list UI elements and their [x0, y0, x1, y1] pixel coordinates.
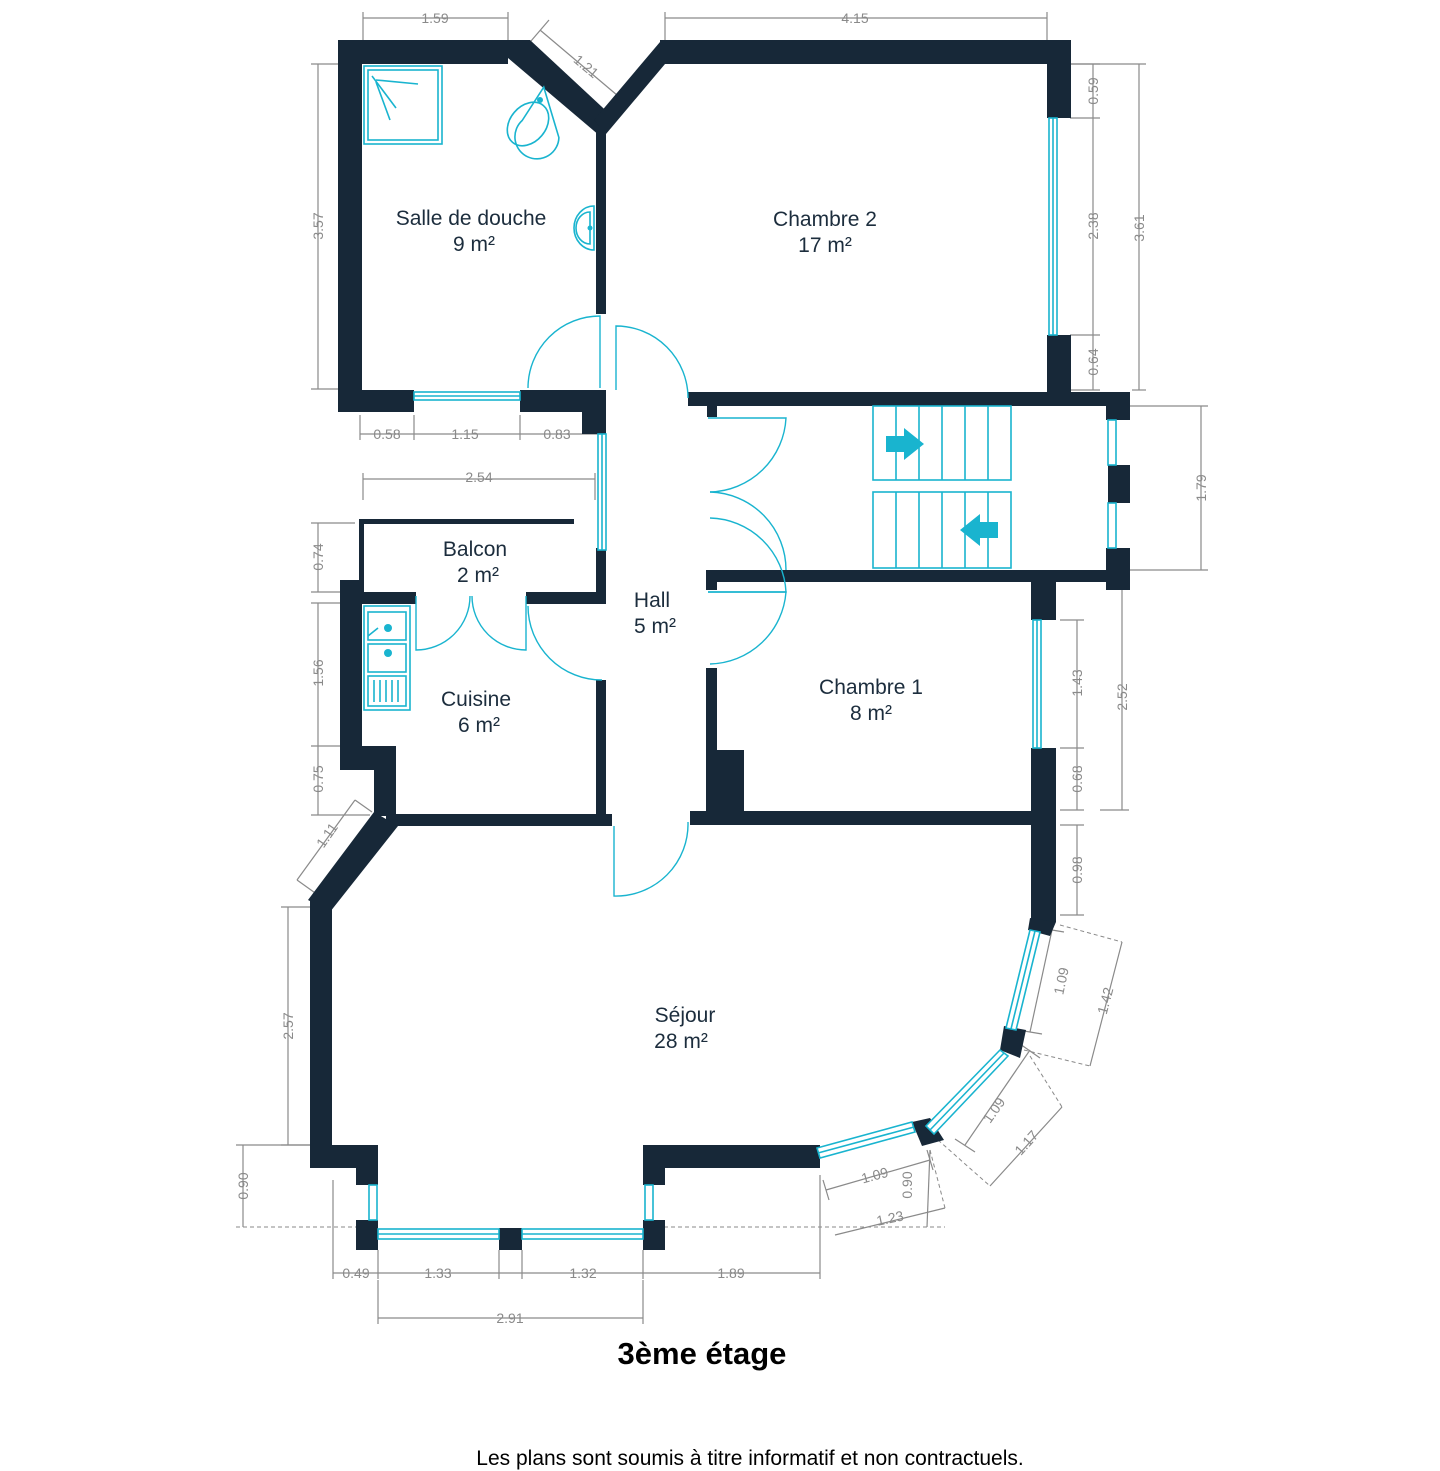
dim-bay-117: 1.17 — [1011, 1127, 1041, 1158]
dim-bottom-291: 2.91 — [496, 1310, 523, 1326]
dim-chambre1-143: 1.43 — [1069, 669, 1085, 696]
dim-chambre1-068: 0.68 — [1069, 765, 1085, 792]
floor-plan: 1.59 4.15 1.21 0.59 2.38 3.61 0.64 3.57 … — [235, 10, 1209, 1326]
room-name-sejour: Séjour — [655, 1004, 716, 1027]
room-area-hall: 5 m² — [634, 615, 676, 638]
dim-left-090: 0.90 — [235, 1172, 251, 1199]
room-name-chambre-2: Chambre 2 — [773, 208, 877, 231]
dim-bottom-083: 0.83 — [543, 426, 570, 442]
dim-bay-109-b: 1.09 — [980, 1094, 1009, 1126]
staircase — [872, 405, 1012, 569]
room-area-salle-de-douche: 9 m² — [453, 233, 495, 256]
dim-right-059: 0.59 — [1085, 77, 1101, 104]
dim-balcon-074: 0.74 — [310, 543, 326, 570]
dim-bottom-049: 0.49 — [342, 1265, 369, 1281]
dim-right-238: 2.38 — [1085, 212, 1101, 239]
toilet — [506, 85, 560, 160]
dim-bay-109-c: 1.09 — [859, 1164, 890, 1187]
dim-left-357: 3.57 — [310, 212, 326, 239]
dim-stairs-179: 1.79 — [1193, 474, 1209, 501]
room-name-cuisine: Cuisine — [441, 688, 511, 711]
dim-bay-123: 1.23 — [875, 1207, 905, 1228]
room-area-sejour: 28 m² — [654, 1030, 708, 1053]
dim-top-chambre2: 4.15 — [841, 10, 868, 26]
dim-sejour-098: 0.98 — [1069, 856, 1085, 883]
dim-right-361: 3.61 — [1131, 214, 1147, 241]
stair-arrow-left-icon — [960, 514, 998, 546]
room-area-cuisine: 6 m² — [458, 714, 500, 737]
dim-bottom-058: 0.58 — [373, 426, 400, 442]
floor-title: 3ème étage — [617, 1336, 787, 1371]
dim-diag-121: 1.21 — [571, 51, 602, 81]
dim-bottom-133: 1.33 — [424, 1265, 451, 1281]
stair-arrow-right-icon — [886, 428, 924, 460]
dim-balcon-254: 2.54 — [465, 469, 492, 485]
dim-bay-109-a: 1.09 — [1050, 966, 1071, 996]
walls — [308, 40, 1130, 1250]
room-area-balcon: 2 m² — [457, 564, 499, 587]
room-labels: Salle de douche 9 m² Chambre 2 17 m² Bal… — [396, 207, 923, 1053]
dim-bottom-115: 1.15 — [451, 426, 478, 442]
dimension-lines — [236, 12, 1208, 1324]
shower-tray — [363, 65, 443, 145]
doors — [415, 315, 787, 897]
windows — [368, 117, 1117, 1240]
room-name-balcon: Balcon — [443, 538, 507, 561]
dimension-labels: 1.59 4.15 1.21 0.59 2.38 3.61 0.64 3.57 … — [235, 10, 1209, 1326]
dim-right-064: 0.64 — [1085, 348, 1101, 375]
room-name-hall: Hall — [634, 589, 670, 612]
room-area-chambre-1: 8 m² — [850, 702, 892, 725]
dim-cuisine-075: 0.75 — [310, 765, 326, 792]
room-name-chambre-1: Chambre 1 — [819, 676, 923, 699]
dim-bottom-189: 1.89 — [717, 1265, 744, 1281]
dim-bay-090: 0.90 — [899, 1171, 915, 1198]
dim-chambre1-252: 2.52 — [1114, 683, 1130, 710]
dim-cuisine-156: 1.56 — [310, 659, 326, 686]
kitchen-sink — [363, 605, 411, 711]
dim-top-shower: 1.59 — [421, 10, 448, 26]
washbasin — [573, 205, 595, 251]
dim-left-257: 2.57 — [280, 1012, 296, 1039]
room-name-salle-de-douche: Salle de douche — [396, 207, 547, 230]
dim-bay-142: 1.42 — [1094, 985, 1117, 1016]
dim-bottom-132: 1.32 — [569, 1265, 596, 1281]
disclaimer-text: Les plans sont soumis à titre informatif… — [476, 1447, 1024, 1470]
room-area-chambre-2: 17 m² — [798, 234, 852, 257]
